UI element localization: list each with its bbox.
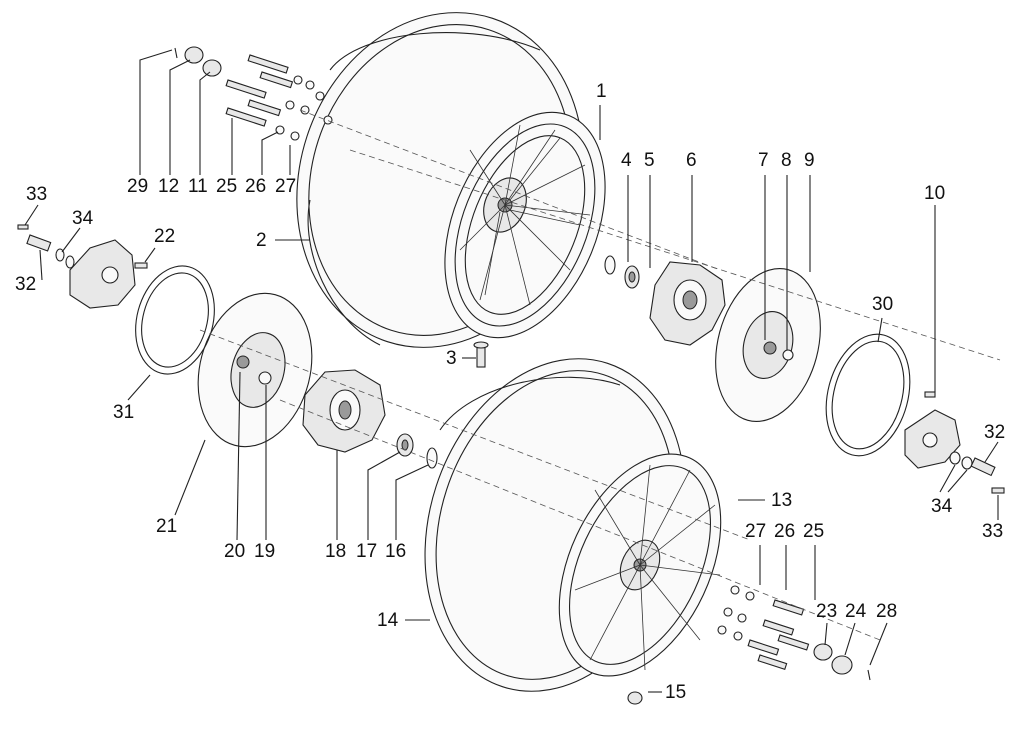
upper-seal-bearing	[604, 255, 640, 289]
callout-26-lower: 26	[774, 521, 796, 542]
callout-27-lower: 27	[745, 521, 767, 542]
upper-valve	[473, 341, 489, 368]
callout-32-left: 32	[15, 274, 37, 295]
lower-seal-bearing	[396, 433, 438, 469]
callout-33-right: 33	[982, 521, 1004, 542]
lower-bolts	[717, 585, 871, 681]
callout-22: 22	[154, 226, 176, 247]
lower-rim	[558, 453, 722, 677]
leader-lines	[24, 49, 999, 693]
right-caliper	[904, 391, 1005, 494]
callout-12: 12	[158, 176, 180, 197]
upper-bolts	[174, 46, 333, 141]
callout-14: 14	[377, 610, 399, 631]
lower-brake-disc	[197, 292, 313, 448]
callout-4: 4	[621, 150, 632, 171]
callout-30: 30	[872, 294, 894, 315]
callout-5: 5	[644, 150, 655, 171]
callout-29: 29	[127, 176, 149, 197]
callout-34-left: 34	[72, 208, 94, 229]
callout-3: 3	[446, 348, 457, 369]
callout-10: 10	[924, 183, 946, 204]
callout-9: 9	[804, 150, 815, 171]
callout-19: 19	[254, 541, 276, 562]
callout-17: 17	[356, 541, 378, 562]
callout-23: 23	[816, 601, 838, 622]
callout-28: 28	[876, 601, 898, 622]
callout-11: 11	[188, 176, 208, 197]
lower-valve	[627, 691, 643, 705]
callout-33-left: 33	[26, 184, 48, 205]
lower-abs-ring	[135, 265, 215, 375]
callout-25-lower: 25	[803, 521, 825, 542]
lower-hub	[302, 369, 386, 453]
callout-6: 6	[686, 150, 697, 171]
callout-32-right: 32	[984, 422, 1006, 443]
callout-27-upper: 27	[275, 176, 297, 197]
callout-7: 7	[758, 150, 769, 171]
callout-34-right: 34	[931, 496, 953, 517]
upper-rim	[444, 111, 606, 339]
upper-hub	[649, 261, 726, 346]
left-caliper	[17, 224, 148, 309]
callout-24: 24	[845, 601, 867, 622]
callout-15: 15	[665, 682, 687, 703]
callout-18: 18	[325, 541, 347, 562]
callout-20: 20	[224, 541, 246, 562]
callout-8: 8	[781, 150, 792, 171]
callout-31: 31	[113, 402, 135, 423]
callout-21: 21	[156, 516, 178, 537]
callout-2: 2	[256, 230, 267, 251]
callout-1: 1	[596, 81, 607, 102]
callout-26-upper: 26	[245, 176, 267, 197]
callout-16: 16	[385, 541, 407, 562]
upper-abs-ring	[825, 333, 911, 457]
callout-13: 13	[771, 490, 793, 511]
upper-brake-disc	[715, 268, 821, 422]
callout-25-upper: 25	[216, 176, 238, 197]
